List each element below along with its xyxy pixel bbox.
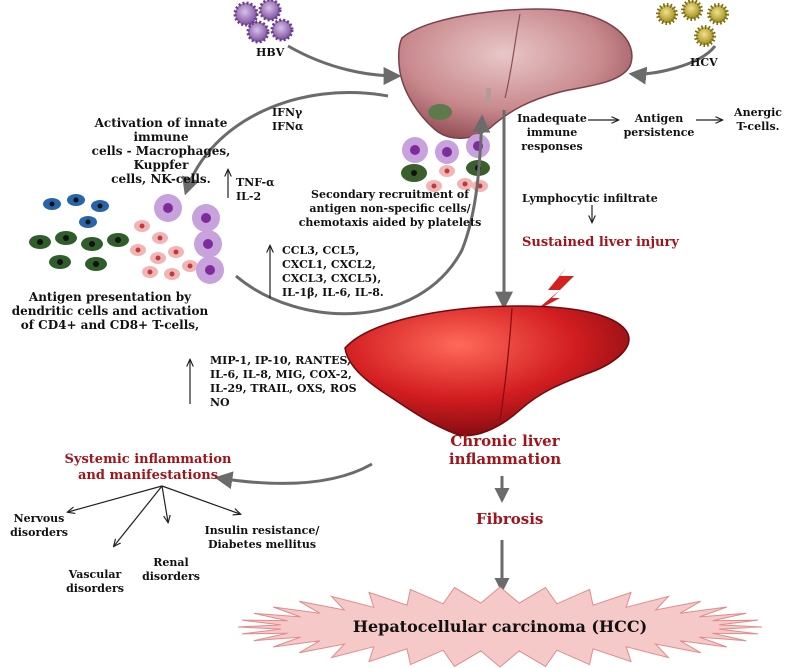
anergic-tcells-text: Anergic T-cells. (734, 106, 782, 133)
immune-cells-cluster (29, 194, 224, 284)
recruited-cells-cluster (401, 134, 490, 192)
systemic-inflammation-text: Systemic inflammation and manifestations (64, 452, 232, 483)
chronic-inflammation-text: Chronic liver inflammation (448, 432, 562, 468)
hcv-virus-cluster (656, 0, 729, 47)
infected-liver-illustration (397, 8, 633, 139)
hbv-virus-cluster (233, 0, 294, 44)
sustained-liver-injury-text: Sustained liver injury (522, 235, 679, 250)
interferon-text: IFNγ IFNα (272, 106, 304, 133)
lightning-icon (534, 268, 574, 312)
inflamed-liver-illustration (344, 305, 630, 437)
antigen-presentation-text: Antigen presentation by dendritic cells … (11, 290, 209, 332)
pathway-arrows (182, 44, 717, 593)
antigen-persistence-text: Antigen persistence (623, 112, 695, 139)
secondary-recruitment-text: Secondary recruitment of antigen non-spe… (298, 188, 482, 229)
inadequate-response-text: Inadequate immune responses (517, 112, 587, 153)
tnf-il2-text: TNF-α IL-2 (236, 176, 275, 203)
hbv-label: HBV (256, 46, 285, 59)
chemokines-text: CCL3, CCL5, CXCL1, CXCL2, CXCL3, CXCL5),… (282, 244, 384, 299)
lymphocytic-infiltrate-text: Lymphocytic infiltrate (522, 192, 658, 205)
insulin-resistance-text: Insulin resistance/ Diabetes mellitus (204, 524, 320, 551)
nervous-disorders-text: Nervous disorders (10, 512, 68, 539)
vascular-disorders-text: Vascular disorders (66, 568, 124, 595)
thin-arrows (68, 120, 722, 546)
hcc-label: Hepatocellular carcinoma (HCC) (352, 617, 648, 636)
fibrosis-text: Fibrosis (476, 510, 544, 528)
inflammatory-mediators-text: MIP-1, IP-10, RANTES, IL-6, IL-8, MIG, C… (210, 354, 357, 409)
renal-disorders-text: Renal disorders (142, 556, 200, 583)
hcc-starburst (237, 586, 763, 668)
hcv-label: HCV (690, 56, 718, 69)
innate-activation-text: Activation of innate immune cells - Macr… (91, 116, 231, 186)
